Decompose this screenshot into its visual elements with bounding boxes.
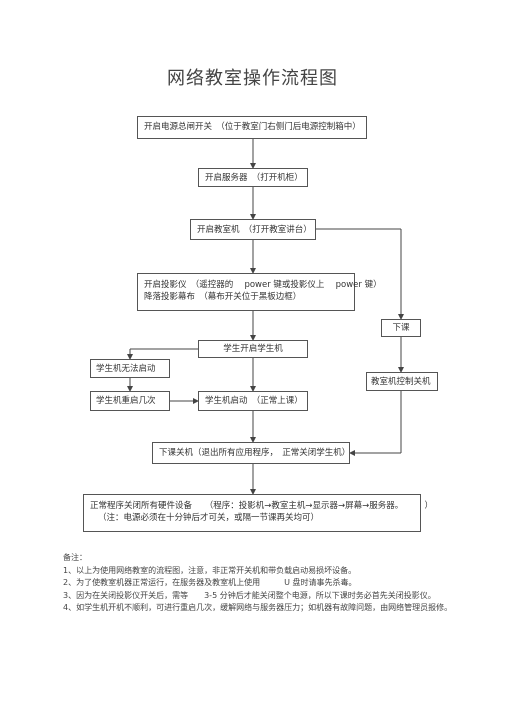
notes-heading: 备注： [63, 553, 87, 562]
step-power-switch: 开启电源总闸开关 （位于教室门右侧门后电源控制箱中） [137, 116, 367, 139]
step-student-boot: 学生开启学生机 [198, 340, 308, 358]
step-final-shutdown: 正常程序关闭所有硬件设备 （程序：投影机→教室主机→显示器→屏幕→服务器。 ） … [83, 494, 433, 532]
step-projector: 开启投影仪 （遥控器的 power 键或投影仪上 power 键） 降落投影幕布… [137, 273, 382, 311]
note-item: 3、因为在关闭投影仪开关后，需等 3-5 分钟后才能关闭整个电源，所以下课时务必… [63, 590, 436, 600]
notes-section: 备注： 1、以上为使用网络教室的流程图，注意，非正常开关机和带负载启动易损坏设备… [63, 552, 463, 615]
step-class-end: 下课 [381, 319, 421, 337]
step-student-restart: 学生机重启几次 [90, 391, 170, 411]
step-teacher-control-off: 教室机控制关机 [366, 372, 438, 391]
note-item: 4、如学生机开机不顺利，可进行重启几次，缓解网络与服务器压力；如机器有故障问题，… [63, 603, 453, 612]
step-teacher-pc: 开启教室机 （打开教室讲台） [190, 219, 316, 240]
step-student-fail: 学生机无法启动 [90, 359, 170, 378]
step-server: 开启服务器 （打开机柜） [198, 168, 308, 187]
note-item: 1、以上为使用网络教室的流程图，注意，非正常开关机和带负载启动易损坏设备。 [63, 565, 357, 575]
step-student-ok: 学生机启动 （正常上课） [198, 391, 308, 411]
step-shutdown: 下课关机（退出所有应用程序， 正常关闭学生机） [152, 442, 350, 464]
page-title: 网络教室操作流程图 [167, 68, 338, 89]
note-item: 2、为了使教室机器正常运行，在服务器及教室机上使用 U 盘时请事先杀毒。 [63, 578, 357, 587]
